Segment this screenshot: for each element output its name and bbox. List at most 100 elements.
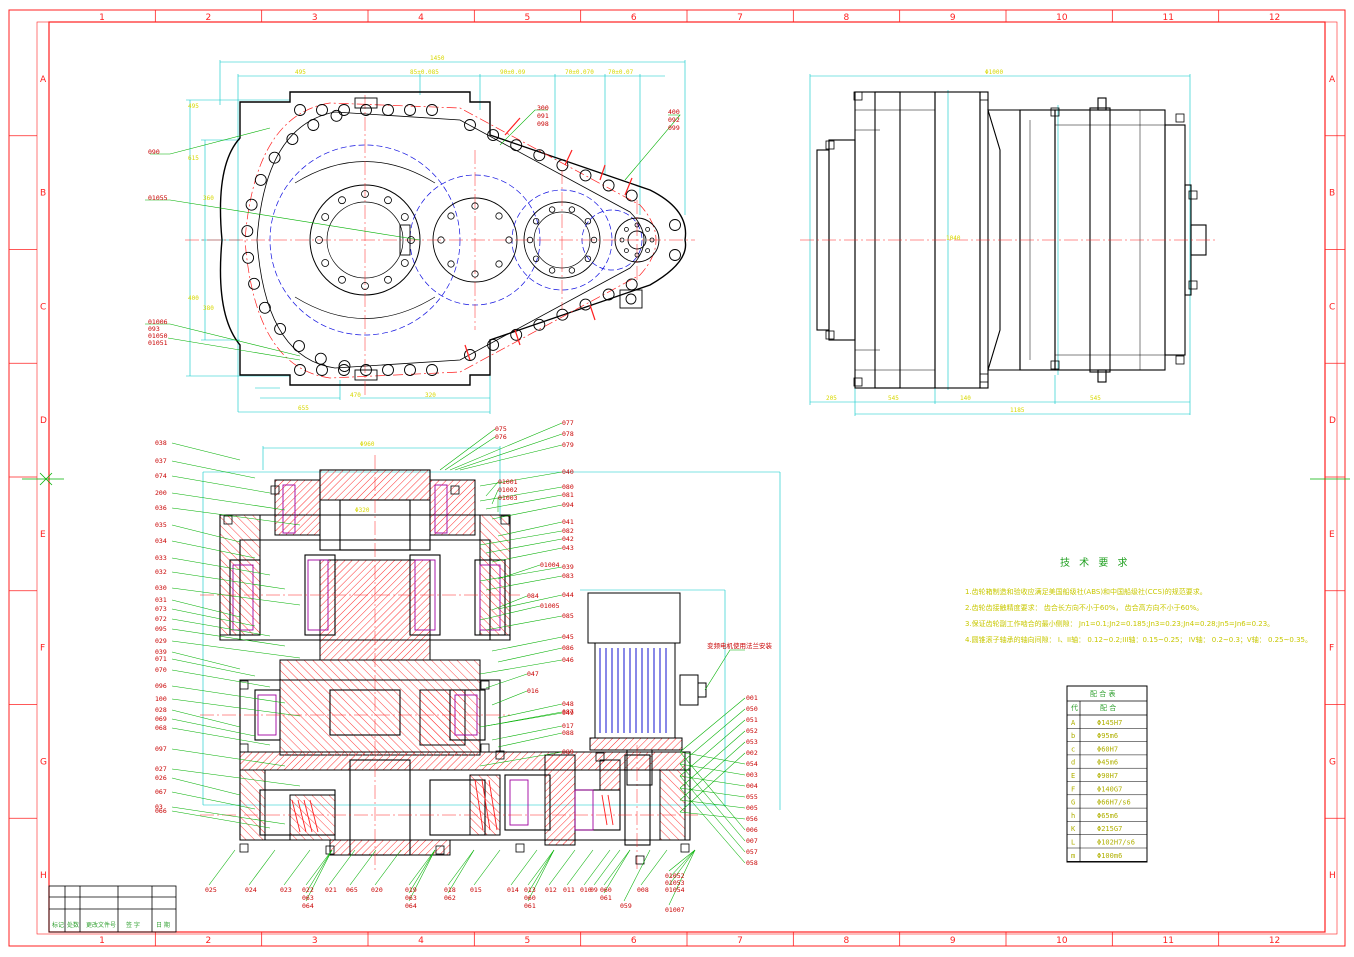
section-part-label: 061 [600, 894, 612, 902]
leader-line [491, 489, 499, 505]
section-labels-left: 0380370742000360350340330320300310730720… [155, 439, 167, 815]
dimension-value: 1040 [946, 235, 961, 242]
section-part-label: 046 [562, 656, 574, 664]
leader-line [548, 849, 576, 886]
dimension-value: 360 [203, 195, 214, 202]
leader-line [479, 530, 563, 546]
top-view-housing-outline [219, 91, 687, 386]
motor-leader [704, 649, 745, 691]
side-view-bolts [825, 91, 1198, 387]
dimension-value: Φ960 [360, 441, 375, 448]
leader-line [679, 799, 746, 809]
gear-hole [634, 222, 640, 228]
leader-line [679, 697, 746, 753]
gear-bolt-holes [315, 190, 655, 290]
section-part-label: 014 [507, 886, 519, 894]
section-part-label: 038 [155, 439, 167, 447]
leader-line [171, 791, 256, 810]
section-part-label: 003 [746, 771, 758, 779]
fit-table-value: Φ100m6 [1097, 852, 1122, 860]
side-bolt [825, 330, 835, 340]
gear-hole [568, 206, 576, 213]
leader-line [593, 849, 621, 886]
title-block-sign: 签 字 [126, 921, 140, 929]
fit-table-code: K [1071, 825, 1076, 833]
leader-line [491, 690, 528, 706]
section-part-label: 094 [562, 501, 574, 509]
section-part-label: 008 [637, 886, 649, 894]
section-part-label: 007 [746, 837, 758, 845]
gear-hole [590, 236, 598, 244]
housing-bolt [625, 189, 638, 202]
side-bolt [1050, 107, 1060, 117]
housing-bolt [268, 151, 281, 164]
zone-row-label: D [1329, 416, 1336, 426]
section-part-label: 061 [524, 902, 536, 910]
gear-hole [447, 260, 455, 268]
section-part-label: 021 [325, 886, 337, 894]
section-part-label: 01007 [665, 906, 685, 914]
leader-line [171, 587, 301, 606]
section-part-label: 063 [405, 894, 417, 902]
zone-column-label: 12 [1269, 936, 1280, 946]
leader-line [171, 669, 271, 688]
section-part-label: 072 [155, 615, 167, 623]
leader-line [668, 849, 696, 906]
leader-line [640, 849, 668, 886]
leader-line [479, 659, 563, 675]
fit-table-frame [1066, 685, 1148, 863]
zone-column-label: 3 [312, 936, 318, 946]
section-bolt [515, 843, 525, 853]
motor-note: 变频电机使用法兰安装 [707, 641, 773, 650]
section-part-label: 041 [562, 518, 574, 526]
zone-column-label: 3 [312, 13, 318, 23]
section-part-label: 042 [562, 535, 574, 543]
leader-line [171, 709, 241, 728]
dimension-value: 70±0.07 [608, 69, 634, 76]
leader-line [479, 566, 563, 582]
zone-column-label: 10 [1056, 13, 1068, 23]
section-part-label: 015 [470, 886, 482, 894]
leader-line [171, 651, 241, 670]
housing-bolt [510, 328, 523, 341]
leader-line [679, 752, 746, 813]
section-part-label: 058 [746, 859, 758, 867]
housing-bolt [426, 104, 438, 116]
housing-bolt [464, 349, 476, 361]
gear-hole [338, 275, 346, 284]
fit-table-value: Φ102H7/s6 [1097, 839, 1135, 847]
dimension-value: 205 [826, 395, 837, 402]
section-part-label: 095 [155, 625, 167, 633]
dimension-value: 495 [188, 103, 199, 110]
section-part-label: 079 [562, 441, 574, 449]
dimension-value: Φ1000 [985, 69, 1003, 76]
section-part-label: 09 [590, 886, 598, 894]
section-part-label: 082 [562, 527, 574, 535]
gear-hole [471, 202, 479, 210]
section-part-label: 043 [562, 544, 574, 552]
leader-line [485, 615, 563, 631]
leader-line [527, 849, 555, 886]
leader-line [603, 849, 631, 886]
dimension-value: 140 [960, 395, 971, 402]
leader-line [171, 608, 256, 627]
section-part-label: 050 [746, 705, 758, 713]
housing-bolt [338, 104, 350, 116]
top-view-leaders [145, 109, 681, 361]
section-part-label: 067 [155, 788, 167, 796]
leader-line [171, 442, 241, 461]
zone-row-label: C [40, 302, 46, 312]
section-part-label: 025 [205, 886, 217, 894]
requirement-2: 2.齿轮齿接触精度要求： 齿合长方向不小于60%， 齿合高方向不小于60%。 [965, 603, 1203, 612]
section-part-label: 056 [746, 815, 758, 823]
zone-column-label: 9 [950, 936, 956, 946]
zone-row-label: A [40, 75, 47, 85]
section-part-label: 096 [155, 682, 167, 690]
leader-line [449, 422, 563, 471]
housing-bolt [533, 149, 546, 162]
section-part-label: 01053 [665, 879, 685, 887]
